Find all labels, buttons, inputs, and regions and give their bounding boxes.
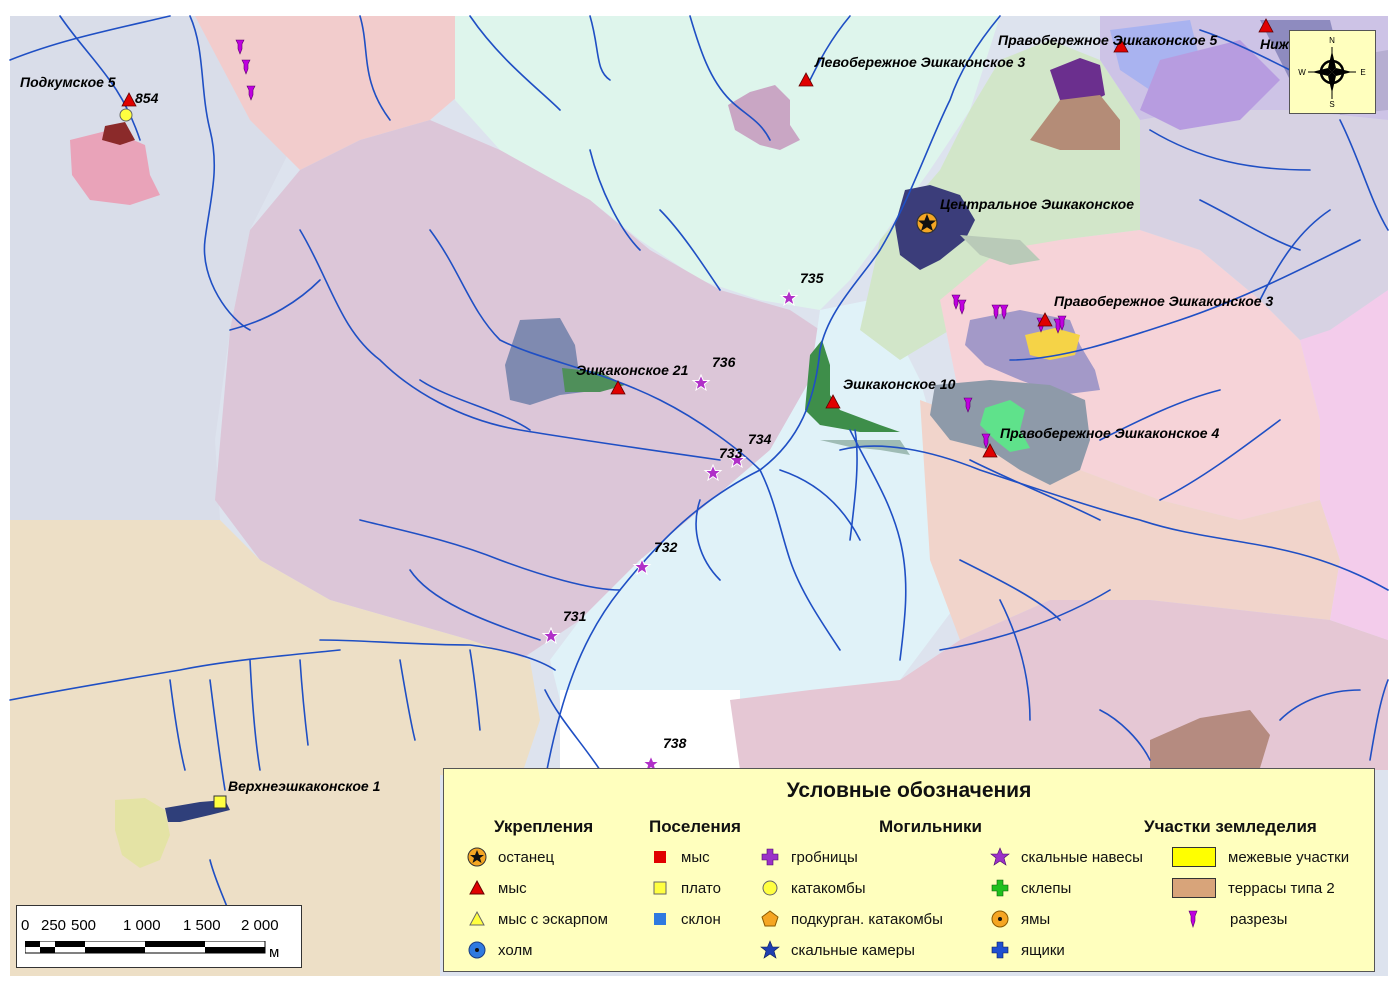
green-cross-icon bbox=[991, 879, 1009, 897]
compass-icon: N S E W bbox=[1298, 36, 1365, 109]
catacomb-marker bbox=[119, 108, 133, 122]
red-square-icon bbox=[654, 851, 666, 863]
legend-item-outlier: останец bbox=[466, 845, 554, 869]
label-pravoberezhnoe5: Правобережное Эшкаконское 5 bbox=[998, 32, 1217, 48]
blue-cross-icon bbox=[991, 941, 1009, 959]
site-patches bbox=[70, 58, 1270, 868]
legend-head-fortifications: Укрепления bbox=[494, 817, 594, 836]
number-733: 733 bbox=[719, 445, 743, 461]
svg-text:N: N bbox=[1329, 36, 1335, 45]
legend-item-hill: холм bbox=[466, 938, 532, 962]
scale-bar: 0 250 500 1 000 1 500 2 000 м bbox=[16, 905, 302, 968]
legend-item-terraces: террасы типа 2 bbox=[1172, 876, 1335, 900]
scale-tick-0: 0 bbox=[21, 917, 30, 934]
label-eshkakonskoe10: Эшкаконское 10 bbox=[843, 376, 956, 392]
plateau-settlement-marker bbox=[213, 795, 227, 809]
label-levoberezhnoe3: Левобережное Эшкаконское 3 bbox=[814, 54, 1025, 70]
yellow-triangle-icon bbox=[469, 910, 485, 926]
legend-head-burials: Могильники bbox=[879, 817, 983, 836]
blue-dot-circle-icon bbox=[468, 941, 486, 959]
legend-item-kurgan-catacombs: подкурган. катакомбы bbox=[759, 907, 943, 931]
river-network bbox=[9, 15, 1389, 916]
legend-item-settlement-slope: склон bbox=[649, 907, 721, 931]
scale-unit: м bbox=[269, 944, 280, 961]
scale-tick-2000: 2 000 bbox=[241, 917, 279, 934]
legend-item-cape: мыс bbox=[466, 876, 527, 900]
legend-item-crypts: склепы bbox=[989, 876, 1071, 900]
scale-tick-1500: 1 500 bbox=[183, 917, 221, 934]
label-nizhnee: Ниж bbox=[1260, 36, 1290, 52]
yellow-swatch bbox=[1172, 847, 1216, 867]
scale-tick-250: 250 bbox=[41, 917, 67, 934]
yellow-square-icon bbox=[653, 881, 667, 895]
magenta-pin-icon bbox=[1188, 910, 1198, 928]
legend-item-sections: разрезы bbox=[1182, 907, 1287, 931]
number-738: 738 bbox=[663, 735, 687, 751]
star-in-circle-icon bbox=[467, 847, 487, 867]
scale-tick-1000: 1 000 bbox=[123, 917, 161, 934]
legend: Условные обозначения Укрепления Поселени… bbox=[443, 768, 1375, 972]
number-735: 735 bbox=[800, 270, 824, 286]
label-eshkakonskoe21: Эшкаконское 21 bbox=[576, 362, 689, 378]
number-731: 731 bbox=[563, 608, 587, 624]
legend-item-settlement-cape: мыс bbox=[649, 845, 710, 869]
legend-head-farming: Участки земледелия bbox=[1144, 817, 1317, 836]
north-arrow: N S E W bbox=[1289, 30, 1376, 114]
label-verkhneeshkakonskoe1: Верхнеэшкаконское 1 bbox=[228, 778, 381, 794]
purple-cross-icon bbox=[761, 848, 779, 866]
outlier-fortification-marker bbox=[916, 212, 938, 234]
legend-item-rock-chambers: скальные камеры bbox=[759, 938, 915, 962]
legend-head-settlements: Поселения bbox=[649, 817, 741, 836]
label-pravoberezhnoe3: Правобережное Эшкаконское 3 bbox=[1054, 293, 1273, 309]
number-732: 732 bbox=[654, 539, 678, 555]
yellow-circle-icon bbox=[762, 880, 778, 896]
legend-item-tombs: гробницы bbox=[759, 845, 858, 869]
label-podkumskoe5: Подкумское 5 bbox=[20, 74, 116, 90]
scale-bar-graphic bbox=[25, 941, 266, 954]
red-triangle-icon bbox=[469, 879, 485, 895]
label-centralnoe: Центральное Эшкаконское bbox=[940, 196, 1134, 212]
brown-swatch bbox=[1172, 878, 1216, 898]
label-pravoberezhnoe4: Правобережное Эшкаконское 4 bbox=[1000, 425, 1219, 441]
number-736: 736 bbox=[712, 354, 736, 370]
legend-title: Условные обозначения bbox=[786, 779, 1032, 802]
svg-text:S: S bbox=[1329, 100, 1334, 109]
blue-square-icon bbox=[654, 913, 666, 925]
orange-dot-circle-icon bbox=[991, 910, 1009, 928]
blue-star-icon bbox=[760, 940, 780, 959]
site-labels: Подкумское 5 Левобережное Эшкаконское 3 … bbox=[20, 32, 1290, 794]
legend-item-rock-shelters: скальные навесы bbox=[989, 845, 1143, 869]
point-numbers: 854 735 736 734 733 732 731 738 bbox=[135, 90, 824, 751]
number-854: 854 bbox=[135, 90, 159, 106]
legend-item-boxes: ящики bbox=[989, 938, 1065, 962]
purple-star-icon bbox=[990, 847, 1010, 866]
legend-item-catacombs: катакомбы bbox=[759, 876, 866, 900]
legend-item-cape-escarp: мыс с эскарпом bbox=[466, 907, 608, 931]
legend-item-pits: ямы bbox=[989, 907, 1050, 931]
legend-item-settlement-plateau: плато bbox=[649, 876, 721, 900]
legend-item-boundary-plots: межевые участки bbox=[1172, 845, 1349, 869]
scale-tick-500: 500 bbox=[71, 917, 97, 934]
svg-text:W: W bbox=[1298, 68, 1306, 77]
svg-text:E: E bbox=[1360, 68, 1365, 77]
orange-pentagon-icon bbox=[761, 910, 779, 927]
number-734: 734 bbox=[748, 431, 772, 447]
